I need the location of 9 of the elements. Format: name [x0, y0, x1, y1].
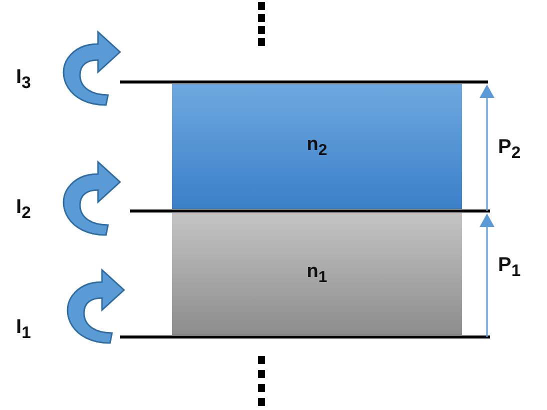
layer-label: n$_{1}$	[306, 261, 328, 287]
layer-label: n$_{2}$	[306, 134, 328, 160]
level-label: I$_{1}$	[16, 316, 31, 343]
level-label: I$_{3}$	[16, 66, 31, 93]
level-label: I$_{2}$	[16, 196, 31, 223]
layer-block	[172, 84, 462, 209]
dimension-label: P$_{1}$	[498, 254, 521, 281]
layer-block	[172, 213, 462, 335]
dimension-label: P$_{2}$	[498, 136, 521, 163]
